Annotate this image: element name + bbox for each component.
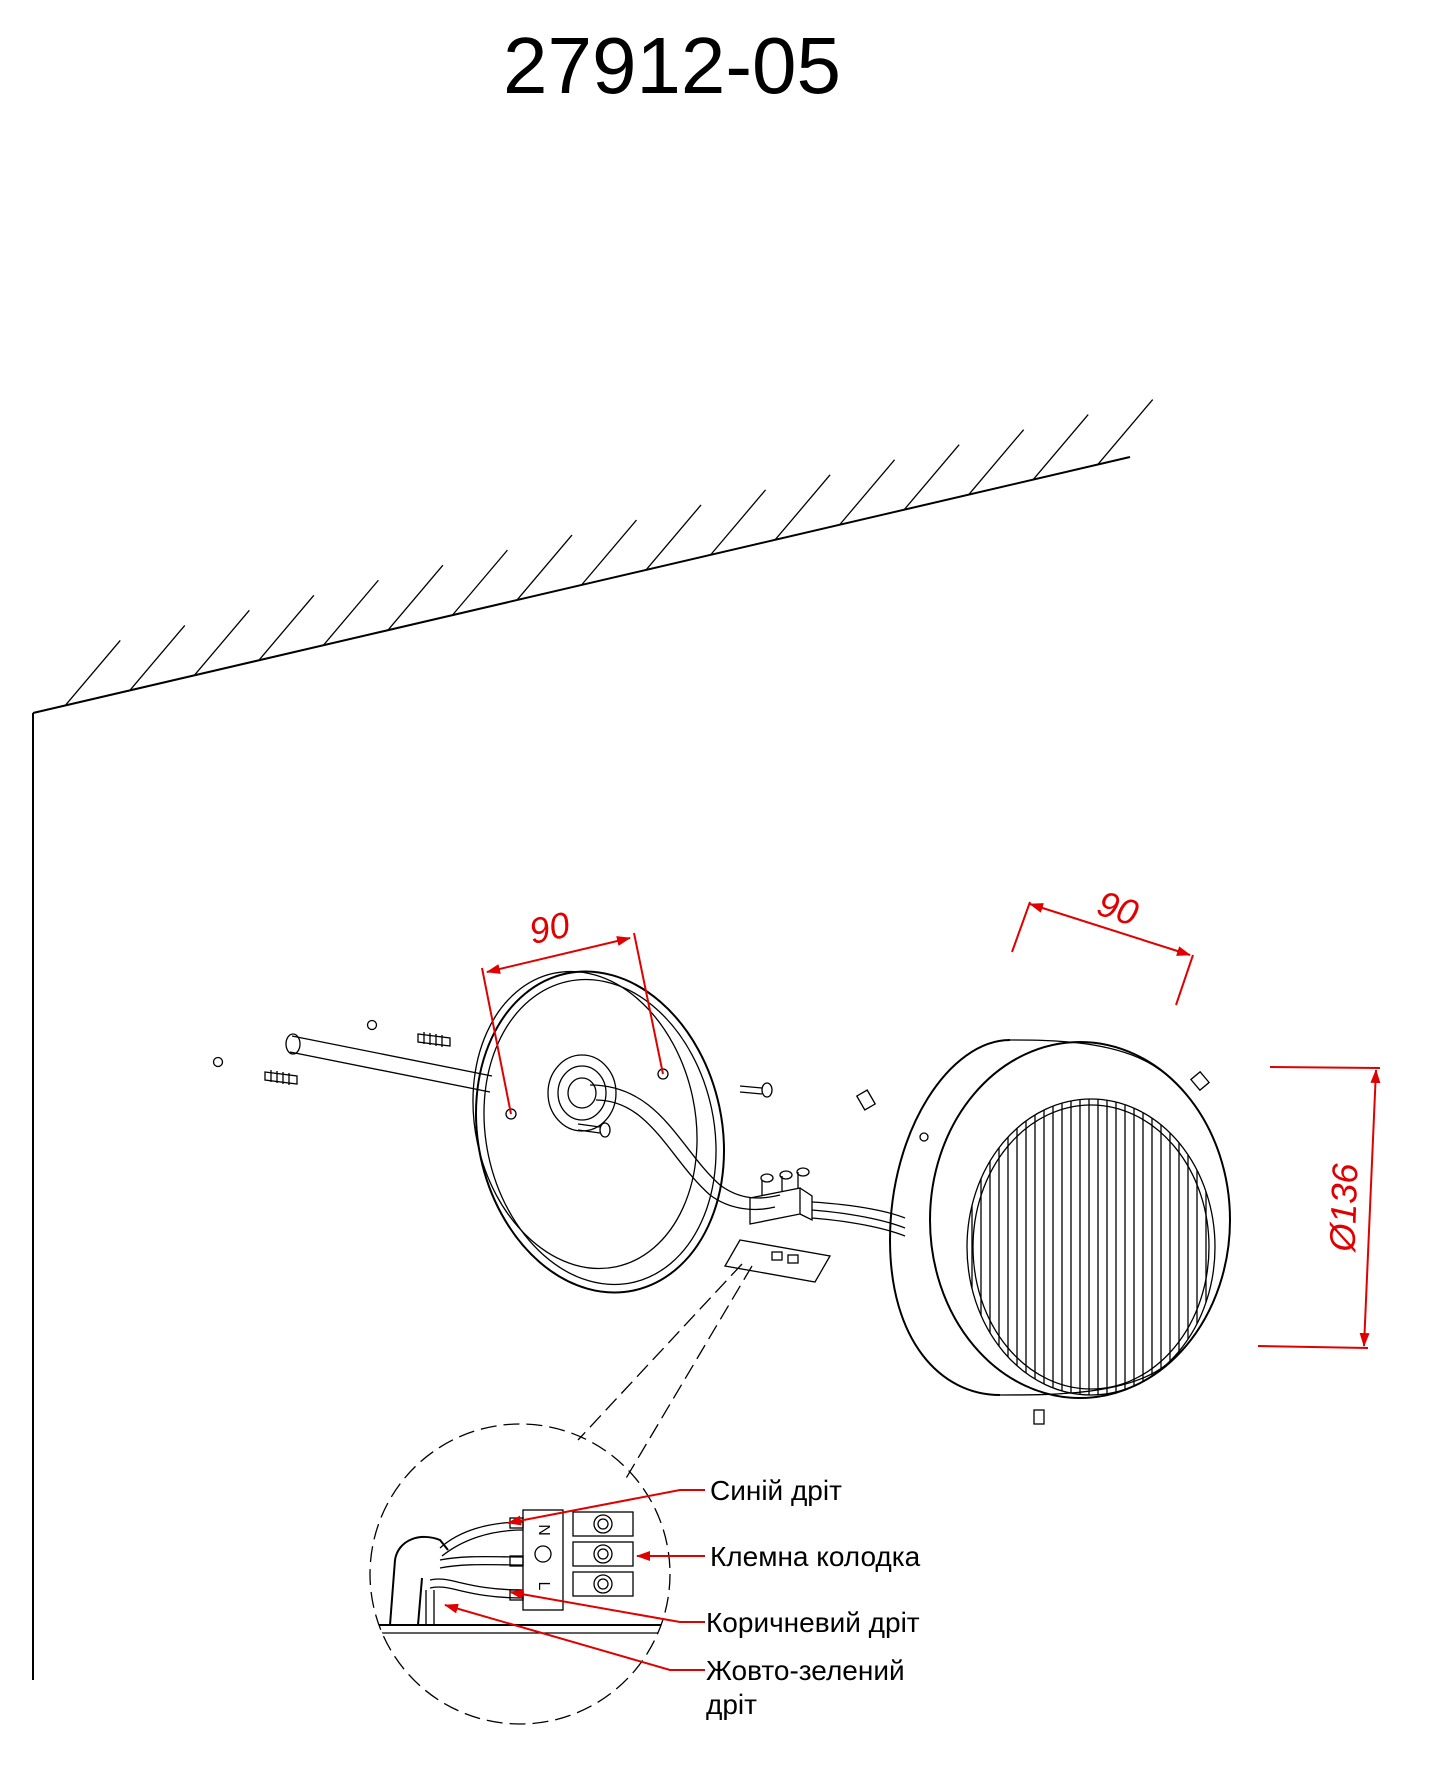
hatch-line (581, 519, 637, 586)
callout-blue-wire: Синій дріт (710, 1475, 842, 1506)
hatch-line (839, 459, 896, 526)
hatch-line (968, 429, 1025, 496)
callout-ground-wire-line1: Жовто-зелений (706, 1655, 905, 1686)
wall-anchor-lower (264, 1070, 298, 1085)
screw-plate-right (739, 1082, 773, 1098)
terminal-block (749, 1167, 906, 1237)
mounting-hardware (212, 1019, 493, 1093)
hatch-line (129, 624, 186, 691)
wiring-detail: N L (370, 1509, 670, 1634)
callout-ground-wire-line2: дріт (706, 1689, 757, 1720)
hatch-line (1097, 399, 1154, 465)
mounting-plate (472, 970, 773, 1294)
hatch-line (774, 474, 831, 541)
callout-brown-wire: Коричневий дріт (706, 1607, 920, 1638)
hatch-line (322, 579, 379, 646)
supply-cable (589, 1084, 781, 1211)
wall-anchor-upper (417, 1032, 451, 1047)
callout-labels: Синій дріт Клемна колодка Коричневий дрі… (706, 1475, 921, 1720)
driver-board (723, 1239, 832, 1283)
hatch-line (710, 489, 767, 556)
model-title: 27912-05 (503, 21, 841, 110)
dimension-plate-spacing: 90 (481, 904, 664, 1115)
hatch-line (64, 640, 121, 706)
callout-arrows (444, 1489, 705, 1671)
hatch-line (903, 444, 960, 511)
hatch-line (193, 609, 250, 676)
dimension-shade-depth: 90 (1011, 882, 1194, 1006)
ceiling-hatching (64, 399, 1154, 706)
lamp-shade (855, 1039, 1231, 1425)
hatch-line (451, 549, 508, 616)
hatch-line (1032, 414, 1089, 481)
terminal-letter-n: N (535, 1524, 552, 1536)
terminal-letter-l: L (535, 1582, 552, 1591)
screw-grommet (577, 1122, 611, 1138)
dimension-label-plate: 90 (526, 904, 574, 952)
hatch-line (645, 504, 702, 571)
hatch-line (516, 534, 573, 601)
dimension-shade-diameter: Ø136 (1257, 1066, 1381, 1349)
callout-terminal-block: Клемна колодка (710, 1541, 921, 1572)
detail-leaders (369, 1263, 753, 1725)
hatch-line (258, 594, 315, 661)
dimension-label-diameter: Ø136 (1321, 1162, 1365, 1253)
lens-ribs (971, 1099, 1207, 1395)
hatch-line (387, 564, 444, 631)
ceiling-and-wall (32, 399, 1154, 1680)
